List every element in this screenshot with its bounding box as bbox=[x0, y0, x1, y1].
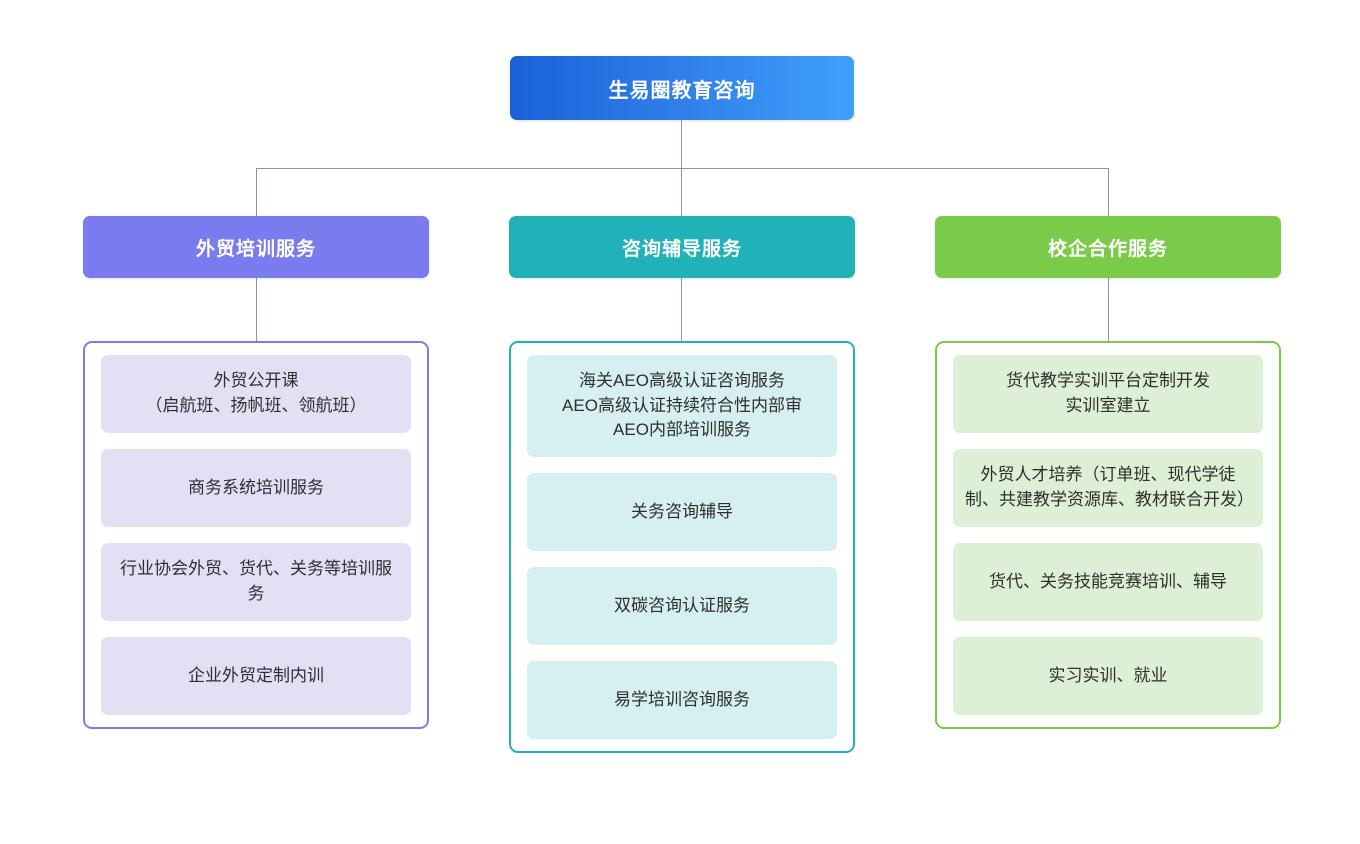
branch-header-label: 校企合作服务 bbox=[1047, 238, 1168, 260]
branch-column-foreign-trade-training: 外贸培训服务 外贸公开课 （启航班、扬帆班、领航班） 商务系统培训服务 行业协会… bbox=[83, 216, 429, 729]
leaf-item[interactable]: 关务咨询辅导 bbox=[527, 472, 837, 551]
root-node-label: 生易圈教育咨询 bbox=[608, 79, 756, 102]
leaf-item[interactable]: 外贸人才培养（订单班、现代学徒制、共建教学资源库、教材联合开发） bbox=[953, 449, 1263, 527]
branch-header-school-enterprise-cooperation[interactable]: 校企合作服务 bbox=[935, 216, 1281, 278]
connector-header-body-col-0 bbox=[256, 278, 257, 341]
leaf-item[interactable]: 企业外贸定制内训 bbox=[101, 637, 411, 715]
branch-header-foreign-trade-training[interactable]: 外贸培训服务 bbox=[83, 216, 429, 278]
branch-header-consulting-tutoring[interactable]: 咨询辅导服务 bbox=[509, 216, 855, 278]
branch-body-consulting-tutoring: 海关AEO高级认证咨询服务 AEO高级认证持续符合性内部审 AEO内部培训服务 … bbox=[509, 341, 855, 753]
connector-drop-col-2 bbox=[1108, 168, 1109, 216]
branch-body-foreign-trade-training: 外贸公开课 （启航班、扬帆班、领航班） 商务系统培训服务 行业协会外贸、货代、关… bbox=[83, 341, 429, 729]
branch-header-label: 咨询辅导服务 bbox=[621, 238, 742, 260]
leaf-item[interactable]: 海关AEO高级认证咨询服务 AEO高级认证持续符合性内部审 AEO内部培训服务 bbox=[527, 355, 837, 457]
leaf-item[interactable]: 行业协会外贸、货代、关务等培训服务 bbox=[101, 543, 411, 621]
connector-drop-col-0 bbox=[256, 168, 257, 216]
branch-column-school-enterprise-cooperation: 校企合作服务 货代教学实训平台定制开发 实训室建立 外贸人才培养（订单班、现代学… bbox=[935, 216, 1281, 729]
leaf-item[interactable]: 货代、关务技能竞赛培训、辅导 bbox=[953, 543, 1263, 621]
branch-column-consulting-tutoring: 咨询辅导服务 海关AEO高级认证咨询服务 AEO高级认证持续符合性内部审 AEO… bbox=[509, 216, 855, 753]
connector-header-body-col-1 bbox=[681, 278, 682, 341]
leaf-item[interactable]: 商务系统培训服务 bbox=[101, 449, 411, 527]
branch-header-label: 外贸培训服务 bbox=[195, 238, 316, 260]
leaf-item[interactable]: 实习实训、就业 bbox=[953, 637, 1263, 715]
leaf-item[interactable]: 双碳咨询认证服务 bbox=[527, 566, 837, 645]
connector-horizontal-bus bbox=[256, 168, 1108, 169]
leaf-item[interactable]: 货代教学实训平台定制开发 实训室建立 bbox=[953, 355, 1263, 433]
leaf-item[interactable]: 易学培训咨询服务 bbox=[527, 660, 837, 739]
connector-drop-col-1 bbox=[681, 168, 682, 216]
connector-root-stem bbox=[681, 120, 682, 168]
root-node-company[interactable]: 生易圈教育咨询 bbox=[510, 56, 854, 120]
leaf-item[interactable]: 外贸公开课 （启航班、扬帆班、领航班） bbox=[101, 355, 411, 433]
connector-header-body-col-2 bbox=[1108, 278, 1109, 341]
branch-body-school-enterprise-cooperation: 货代教学实训平台定制开发 实训室建立 外贸人才培养（订单班、现代学徒制、共建教学… bbox=[935, 341, 1281, 729]
